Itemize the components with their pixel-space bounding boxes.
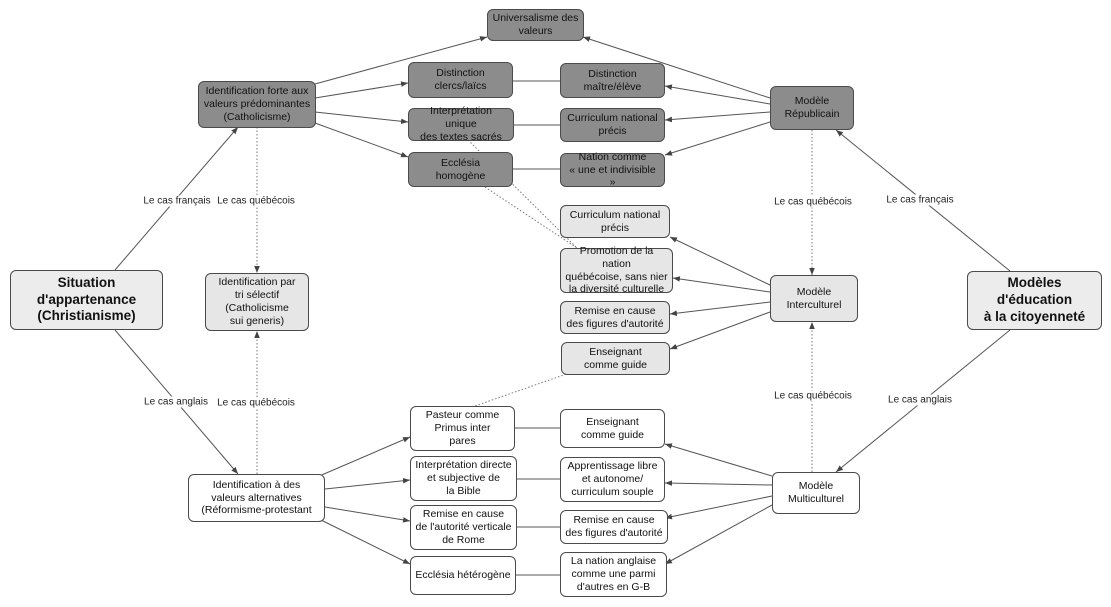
edge-multi-to-remise: [664, 495, 773, 520]
node-modele-multiculturel: Modèle Multiculturel: [772, 472, 860, 514]
edge-pasteur-dotted-enseignant: [471, 369, 579, 408]
node-modele-republicain: Modèle Républicain: [770, 86, 854, 130]
edge-multi-to-apprentissage: [664, 480, 773, 486]
node-interpretation-unique: Interprétation unique des textes sacrés: [408, 105, 514, 143]
edge-label-cas-anglais-left: Le cas anglais: [142, 396, 210, 408]
node-ecclesia-heterogene: Ecclésia hétérogène: [410, 556, 516, 595]
node-distinction-clercs: Distinction clercs/laïcs: [408, 62, 513, 98]
edge-interculturel-to-promotion: [672, 276, 771, 293]
node-remise-rome: Remise en cause de l'autorité verticale …: [410, 505, 517, 550]
edge-alt-to-ecclesia: [316, 517, 411, 565]
edge-interculturel-to-enseignant: [669, 311, 771, 350]
node-modele-interculturel: Modèle Interculturel: [770, 275, 858, 322]
edge-multi-to-enseignant: [664, 443, 773, 477]
node-identification-forte: Identification forte aux valeurs prédomi…: [198, 81, 316, 128]
edge-alt-to-remise: [324, 506, 411, 523]
edge-alt-to-pasteur: [316, 436, 411, 478]
node-remise-figures-1: Remise en cause des figures d'autorité: [560, 301, 670, 334]
edge-republicain-to-nation: [664, 121, 771, 156]
node-universalisme: Universalisme des valeurs: [487, 9, 584, 41]
node-pasteur: Pasteur comme Primus inter pares: [410, 406, 515, 451]
edge-label-cas-quebecois-left-bottom: Le cas québécois: [215, 397, 297, 409]
node-identification-tri: Identification par tri sélectif (Catholi…: [205, 273, 309, 331]
node-interpretation-directe: Interprétation directe et subjective de …: [410, 456, 517, 501]
edge-forte-to-interpretation-unique: [314, 111, 409, 125]
edge-label-cas-quebecois-left-top: Le cas québécois: [215, 195, 297, 207]
edge-label-cas-francais-right: Le cas français: [884, 194, 956, 206]
node-nation-indivisible: Nation comme « une et indivisible »: [560, 151, 665, 188]
edge-label-cas-francais-left: Le cas français: [141, 195, 213, 207]
node-identification-alternatives: Identification à des valeurs alternative…: [188, 474, 325, 522]
edge-forte-to-universalisme: [314, 36, 488, 85]
node-situation: Situation d'appartenance (Christianisme): [10, 270, 163, 330]
edge-label-cas-quebecois-right-bottom: Le cas québécois: [772, 390, 854, 402]
edge-interculturel-to-remise: [669, 301, 771, 316]
node-promotion-nation: Promotion de la nation québécoise, sans …: [560, 245, 673, 295]
edge-forte-to-distinction-clercs: [314, 81, 409, 99]
edge-republicain-to-universalisme: [582, 36, 771, 99]
edge-forte-to-ecclesia: [314, 122, 409, 158]
edge-multi-to-nation: [664, 504, 773, 565]
node-nation-anglaise: La nation anglaise comme une parmi d'aut…: [560, 552, 667, 597]
edge-ecclesia-dotted-promotion: [484, 186, 581, 251]
node-enseignant-guide-2: Enseignant comme guide: [560, 409, 665, 448]
edge-republicain-to-curriculum: [664, 111, 771, 123]
node-curriculum-national-1: Curriculum national précis: [560, 108, 665, 142]
node-apprentissage: Apprentissage libre et autonome/ curricu…: [560, 457, 665, 502]
edge-alt-to-interpretation: [324, 477, 411, 490]
edge-republicain-to-maitre: [664, 84, 771, 105]
node-ecclesia-homogene: Ecclésia homogène: [408, 152, 513, 187]
node-distinction-maitre: Distinction maître/élève: [560, 63, 665, 98]
node-enseignant-guide-1: Enseignant comme guide: [561, 342, 670, 375]
edge-interculturel-to-curriculum: [669, 236, 771, 286]
edge-label-cas-anglais-right: Le cas anglais: [886, 394, 954, 406]
node-curriculum-national-2: Curriculum national précis: [560, 205, 670, 238]
edge-label-cas-quebecois-right-top: Le cas québécois: [772, 196, 854, 208]
node-modeles: Modèles d'éducation à la citoyenneté: [967, 271, 1102, 330]
node-remise-figures-2: Remise en cause des figures d'autorité: [560, 510, 668, 544]
